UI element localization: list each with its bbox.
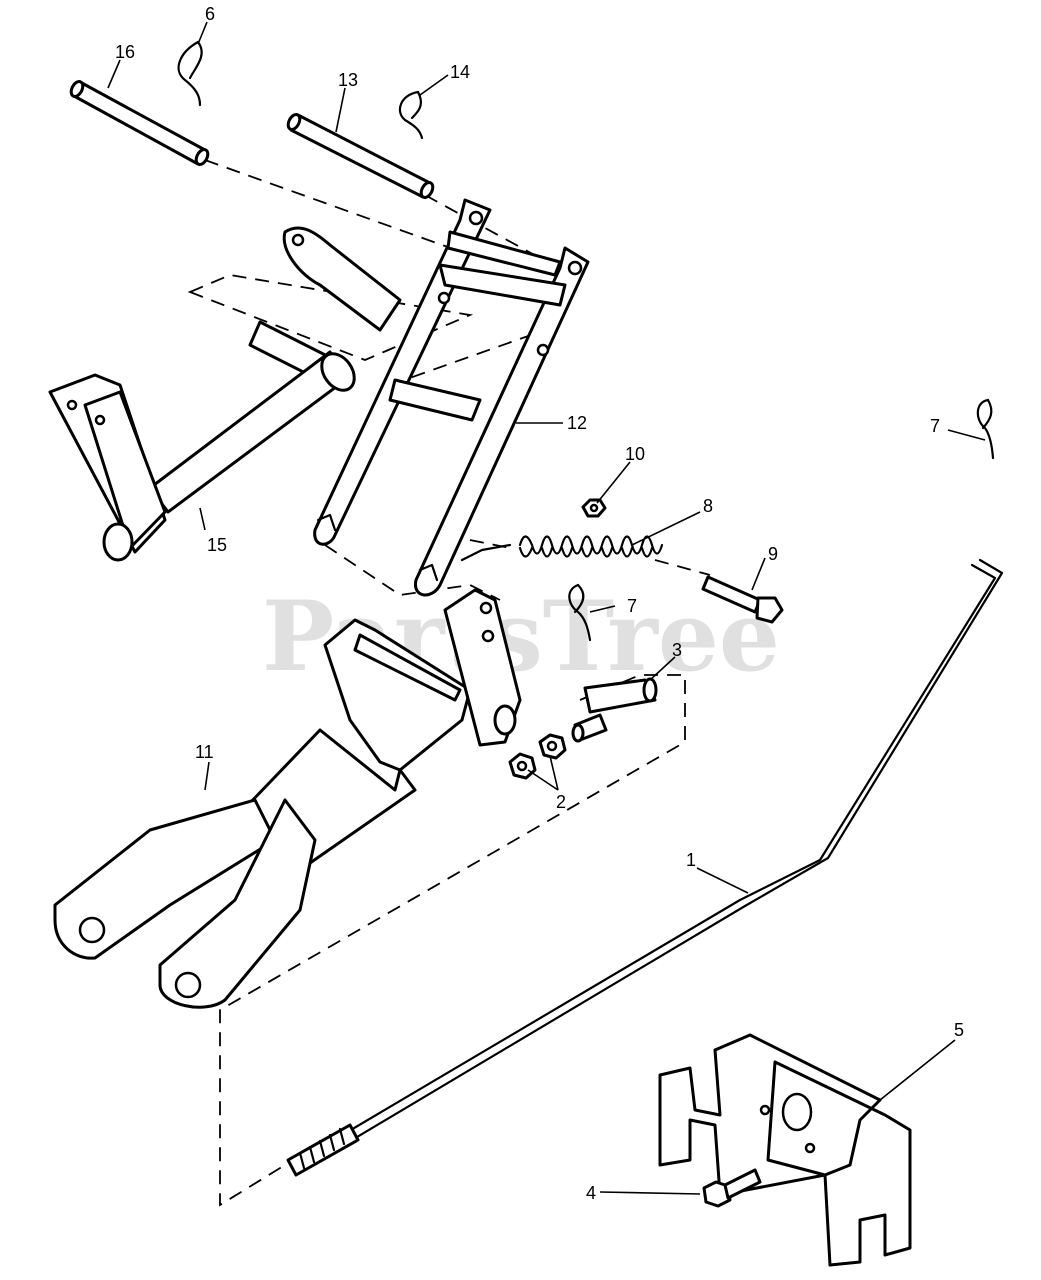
part-1-rod bbox=[286, 558, 1004, 1177]
part-7-hairpin-clip-center bbox=[568, 583, 592, 642]
part-7-hairpin-clip-right bbox=[976, 398, 995, 460]
part-2-nuts bbox=[508, 733, 567, 780]
part-13-pin bbox=[286, 113, 435, 199]
part-4-bolt bbox=[702, 1168, 762, 1208]
callout-13: 13 bbox=[338, 70, 358, 90]
part-16-pin bbox=[69, 80, 210, 166]
callout-14: 14 bbox=[450, 62, 470, 82]
part-14-hairpin-clip bbox=[398, 90, 424, 140]
callout-16: 16 bbox=[115, 42, 135, 62]
leader-lines bbox=[107, 21, 986, 1195]
part-6-hairpin-clip bbox=[177, 40, 203, 107]
part-11-hitch-frame bbox=[53, 588, 522, 1009]
callout-2: 2 bbox=[556, 792, 566, 812]
callout-1: 1 bbox=[686, 850, 696, 870]
part-15-rockshaft bbox=[48, 226, 402, 562]
callout-11: 11 bbox=[195, 742, 214, 762]
callout-7-right: 7 bbox=[930, 416, 940, 436]
part-10-nut bbox=[581, 498, 607, 518]
part-3-clevis-pin bbox=[571, 677, 658, 743]
callout-8: 8 bbox=[703, 496, 713, 516]
callout-7-center: 7 bbox=[627, 596, 637, 616]
part-9-bolt bbox=[701, 575, 784, 624]
callout-labels: 6 16 13 14 12 7 10 8 9 15 7 3 11 2 1 5 4 bbox=[115, 4, 964, 1203]
part-12-lift-arm-frame bbox=[313, 198, 590, 597]
callout-9: 9 bbox=[768, 544, 778, 564]
callout-4: 4 bbox=[586, 1183, 596, 1203]
part-5-bracket bbox=[658, 1033, 912, 1267]
callout-15: 15 bbox=[207, 535, 227, 555]
callout-3: 3 bbox=[672, 640, 682, 660]
callout-10: 10 bbox=[625, 444, 645, 464]
callout-12: 12 bbox=[567, 413, 587, 433]
callout-5: 5 bbox=[954, 1020, 964, 1040]
part-8-spring bbox=[460, 535, 664, 562]
callout-6: 6 bbox=[205, 4, 215, 24]
